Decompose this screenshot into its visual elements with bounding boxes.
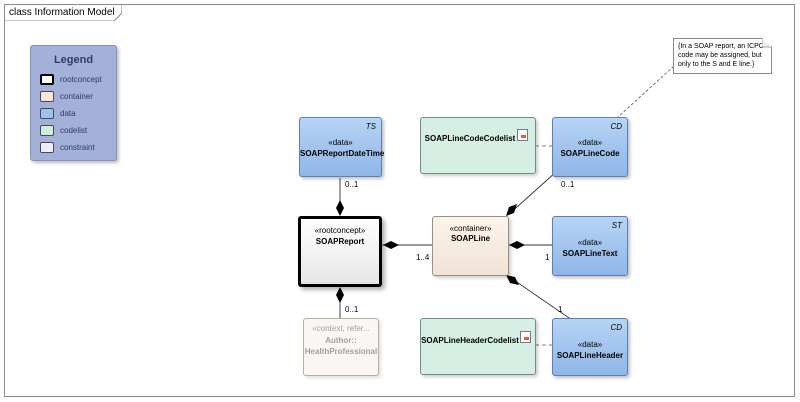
multiplicity-line-header: 1 bbox=[558, 305, 563, 314]
frame-title: class Information Model bbox=[9, 7, 115, 18]
diamond-report-author bbox=[336, 287, 344, 303]
node-type-tag: CD bbox=[610, 323, 622, 332]
legend-title: Legend bbox=[53, 54, 94, 66]
diamond-line-linetext bbox=[509, 241, 525, 249]
node-author-health-professional[interactable]: «context, refer... Author:: HealthProfes… bbox=[303, 318, 379, 376]
node-soap-line-text[interactable]: ST «data» SOAPLineText bbox=[552, 216, 628, 276]
note-connector bbox=[617, 65, 675, 118]
legend-swatch bbox=[40, 74, 54, 85]
node-soap-line[interactable]: «container» SOAPLine bbox=[432, 216, 509, 276]
node-type-tag: ST bbox=[611, 221, 622, 230]
codelist-icon bbox=[520, 331, 531, 343]
node-name: SOAPReport bbox=[315, 237, 365, 246]
node-stereotype: «container» bbox=[449, 224, 492, 233]
diagram-frame bbox=[4, 4, 795, 397]
node-name-line1: Author:: bbox=[325, 336, 357, 345]
legend-item-container: container bbox=[40, 91, 112, 103]
legend-item-constraint: constraint bbox=[40, 142, 112, 154]
diamond-report-datetime bbox=[336, 200, 344, 216]
multiplicity-line-code: 0..1 bbox=[561, 180, 575, 189]
note-line: only to the S and E line.} bbox=[678, 61, 755, 68]
node-stereotype: «context, refer... bbox=[312, 324, 370, 333]
legend-label: data bbox=[60, 109, 76, 118]
legend-label: constraint bbox=[60, 143, 95, 152]
legend-label: rootconcept bbox=[60, 75, 102, 84]
node-stereotype: «data» bbox=[328, 138, 353, 147]
node-soap-line-code-codelist[interactable]: SOAPLineCodeCodelist bbox=[420, 117, 536, 174]
legend-item-rootconcept: rootconcept bbox=[40, 74, 112, 86]
edge-line-lineheader bbox=[507, 275, 573, 321]
legend: Legend rootconcept container data codeli… bbox=[30, 45, 117, 161]
legend-item-codelist: codelist bbox=[40, 125, 112, 137]
multiplicity-datetime: 0..1 bbox=[345, 180, 359, 189]
node-soap-line-header[interactable]: CD «data» SOAPLineHeader bbox=[552, 318, 628, 376]
node-name: SOAPLineHeader bbox=[556, 351, 624, 360]
node-type-tag: CD bbox=[610, 122, 622, 131]
multiplicity-author: 0..1 bbox=[345, 305, 359, 314]
note-line: {In a SOAP report, an ICPC bbox=[678, 43, 764, 50]
node-soap-line-code[interactable]: CD «data» SOAPLineCode bbox=[552, 117, 628, 177]
legend-swatch bbox=[40, 108, 54, 119]
node-name: SOAPLineText bbox=[562, 249, 618, 258]
node-name: SOAPReportDateTime bbox=[300, 149, 385, 158]
legend-swatch bbox=[40, 142, 54, 153]
node-soap-report[interactable]: «rootconcept» SOAPReport bbox=[298, 216, 382, 287]
note-line: code may be assigned, but bbox=[678, 52, 762, 59]
node-stereotype: «data» bbox=[577, 238, 603, 247]
node-name-line2: HealthProfessional bbox=[304, 347, 378, 356]
node-name: SOAPLineCodeCodelist bbox=[424, 134, 516, 143]
frame-title-tab bbox=[4, 4, 122, 21]
diamond-line-linecode bbox=[506, 204, 517, 216]
edge-line-linecode bbox=[507, 171, 557, 216]
constraint-note[interactable]: {In a SOAP report, an ICPC code may be a… bbox=[673, 38, 772, 74]
note-fold-icon bbox=[762, 38, 772, 48]
legend-swatch bbox=[40, 91, 54, 102]
node-soap-line-header-codelist[interactable]: SOAPLineHeaderCodelist bbox=[420, 318, 536, 375]
node-stereotype: «data» bbox=[577, 138, 603, 147]
diamond-line-lineheader bbox=[506, 275, 519, 285]
codelist-icon bbox=[517, 129, 528, 141]
multiplicity-line-text: 1 bbox=[545, 253, 550, 262]
node-soap-report-datetime[interactable]: TS «data» SOAPReportDateTime bbox=[299, 117, 385, 177]
diamond-report-line bbox=[383, 241, 399, 249]
node-stereotype: «data» bbox=[577, 340, 603, 349]
node-type-tag: TS bbox=[365, 122, 376, 131]
legend-label: container bbox=[60, 92, 93, 101]
legend-item-data: data bbox=[40, 108, 112, 120]
node-stereotype: «rootconcept» bbox=[314, 226, 366, 235]
node-name: SOAPLineHeaderCodelist bbox=[421, 336, 519, 345]
node-name: SOAPLineCode bbox=[560, 149, 620, 158]
multiplicity-line: 1..4 bbox=[416, 253, 430, 262]
legend-swatch bbox=[40, 125, 54, 136]
legend-label: codelist bbox=[60, 126, 88, 135]
node-name: SOAPLine bbox=[450, 234, 491, 243]
